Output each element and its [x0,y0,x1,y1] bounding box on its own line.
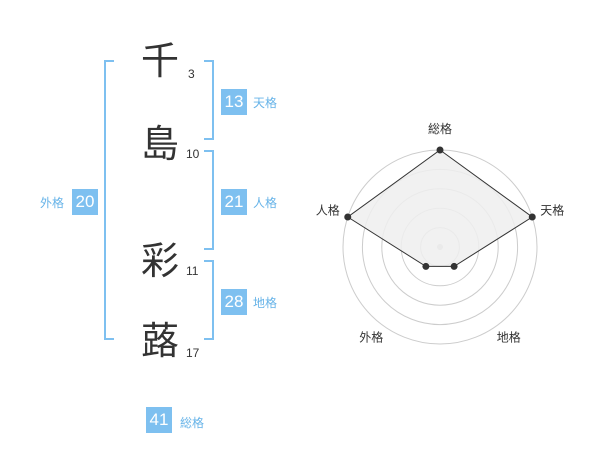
gaikaku-bracket [104,60,114,340]
soukaku-value: 41 [146,407,172,433]
tenkaku-value: 13 [221,89,247,115]
stroke-count-4: 17 [186,346,200,360]
name-char-3: 彩 [140,239,179,283]
jinkaku-label: 人格 [253,196,278,210]
radar-axis-label-4: 外格 [359,330,383,345]
radar-point-1 [436,146,444,154]
tenkaku-label: 天格 [253,96,278,110]
jinkaku-bracket [204,150,214,250]
radar-axis-label-2: 天格 [540,203,564,218]
radar-point-2 [528,213,536,221]
tenkaku-bracket [204,60,214,140]
name-char-4: 蕗 [140,319,179,363]
radar-axis-label-5: 人格 [316,203,340,218]
radar-data-area [346,149,534,267]
radar-point-5 [344,213,352,221]
name-char-2: 島 [140,122,179,166]
radar-point-4 [422,262,430,270]
stroke-count-3: 11 [186,264,199,278]
radar-axis-label-3: 地格 [497,330,521,345]
name-char-1: 千 [140,39,179,83]
stroke-count-1: 3 [188,67,195,81]
jinkaku-value: 21 [221,189,247,215]
chikaku-value: 28 [221,289,247,315]
chikaku-bracket [204,260,214,340]
stroke-count-2: 10 [186,147,200,161]
gaikaku-value: 20 [72,189,98,215]
chikaku-label: 地格 [253,296,278,310]
radar-axis-label-1: 総格 [428,121,452,136]
radar-point-3 [450,262,458,270]
soukaku-label: 総格 [180,416,205,430]
gaikaku-label: 外格 [40,196,65,210]
